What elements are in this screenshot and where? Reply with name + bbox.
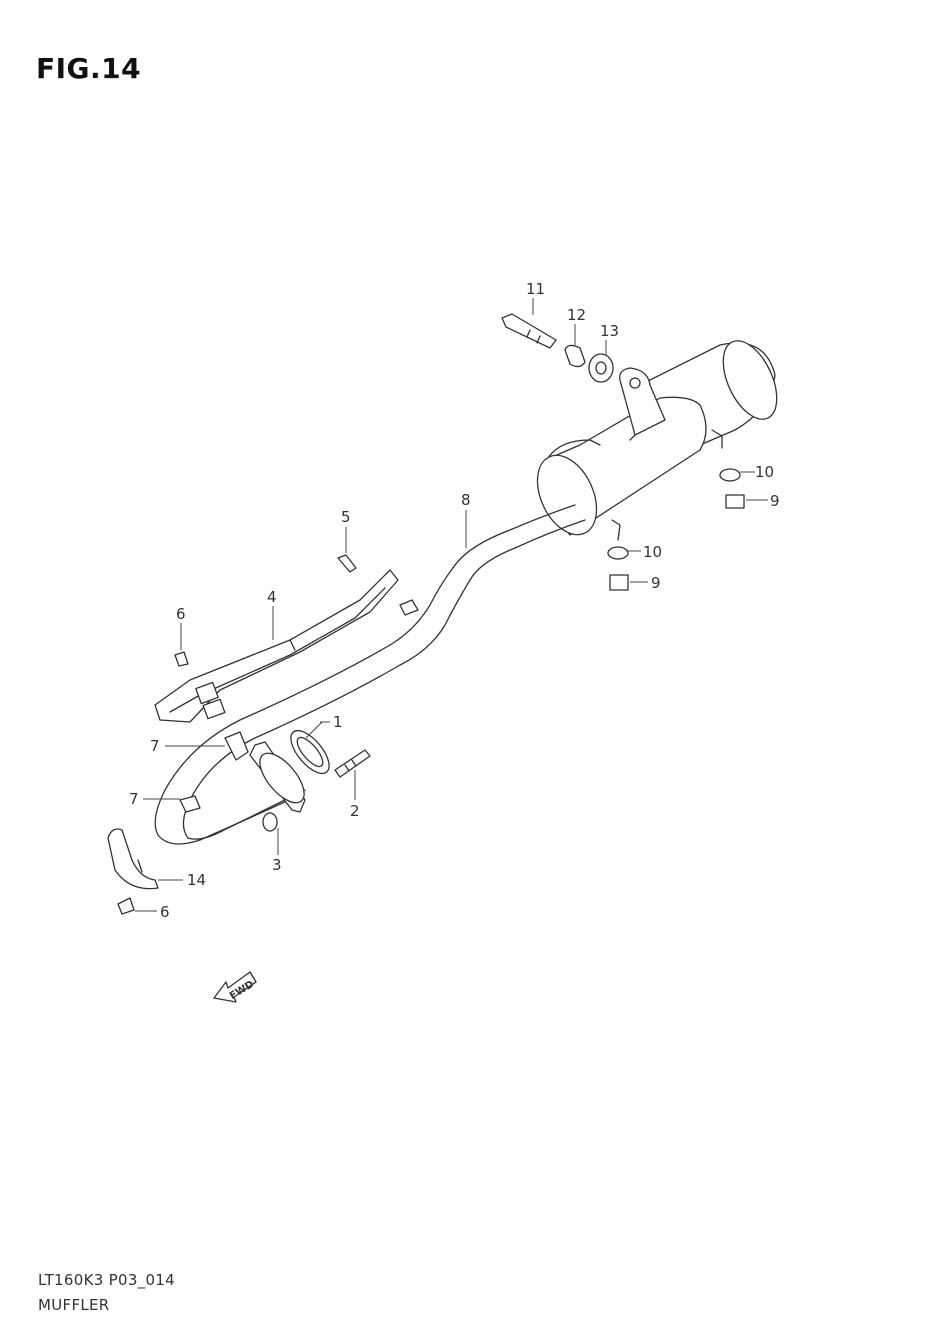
callout-3: 3	[272, 856, 282, 874]
callout-12: 12	[567, 306, 586, 324]
callout-5: 5	[341, 508, 351, 526]
muffler-assembly	[154, 340, 778, 845]
callout-6-upper: 6	[176, 605, 186, 623]
heat-shield	[154, 569, 419, 723]
callout-9-upper: 9	[770, 492, 780, 510]
figure-title: FIG.14	[36, 52, 142, 85]
callout-10-lower: 10	[643, 543, 662, 561]
callout-2: 2	[350, 802, 360, 820]
callout-6-lower: 6	[160, 903, 170, 921]
callout-10-upper: 10	[755, 463, 774, 481]
flange-and-gasket	[249, 729, 371, 832]
callout-7-lower: 7	[129, 790, 139, 808]
callout-11: 11	[526, 280, 545, 298]
lower-guard	[107, 828, 159, 890]
figure-model-code: LT160K3 P03_014	[38, 1271, 175, 1289]
callout-1: 1	[333, 713, 343, 731]
figure-section-name: MUFFLER	[38, 1296, 110, 1314]
hardware-bolts	[117, 313, 745, 915]
callout-4: 4	[267, 588, 277, 606]
callout-7-upper: 7	[150, 737, 160, 755]
fwd-arrow-icon: FWD	[213, 971, 257, 1003]
callout-13: 13	[600, 322, 619, 340]
pipe-clamps	[179, 731, 249, 813]
callout-14: 14	[187, 871, 206, 889]
callout-9-lower: 9	[651, 574, 661, 592]
leader-lines	[135, 298, 768, 912]
callout-8: 8	[461, 491, 471, 509]
